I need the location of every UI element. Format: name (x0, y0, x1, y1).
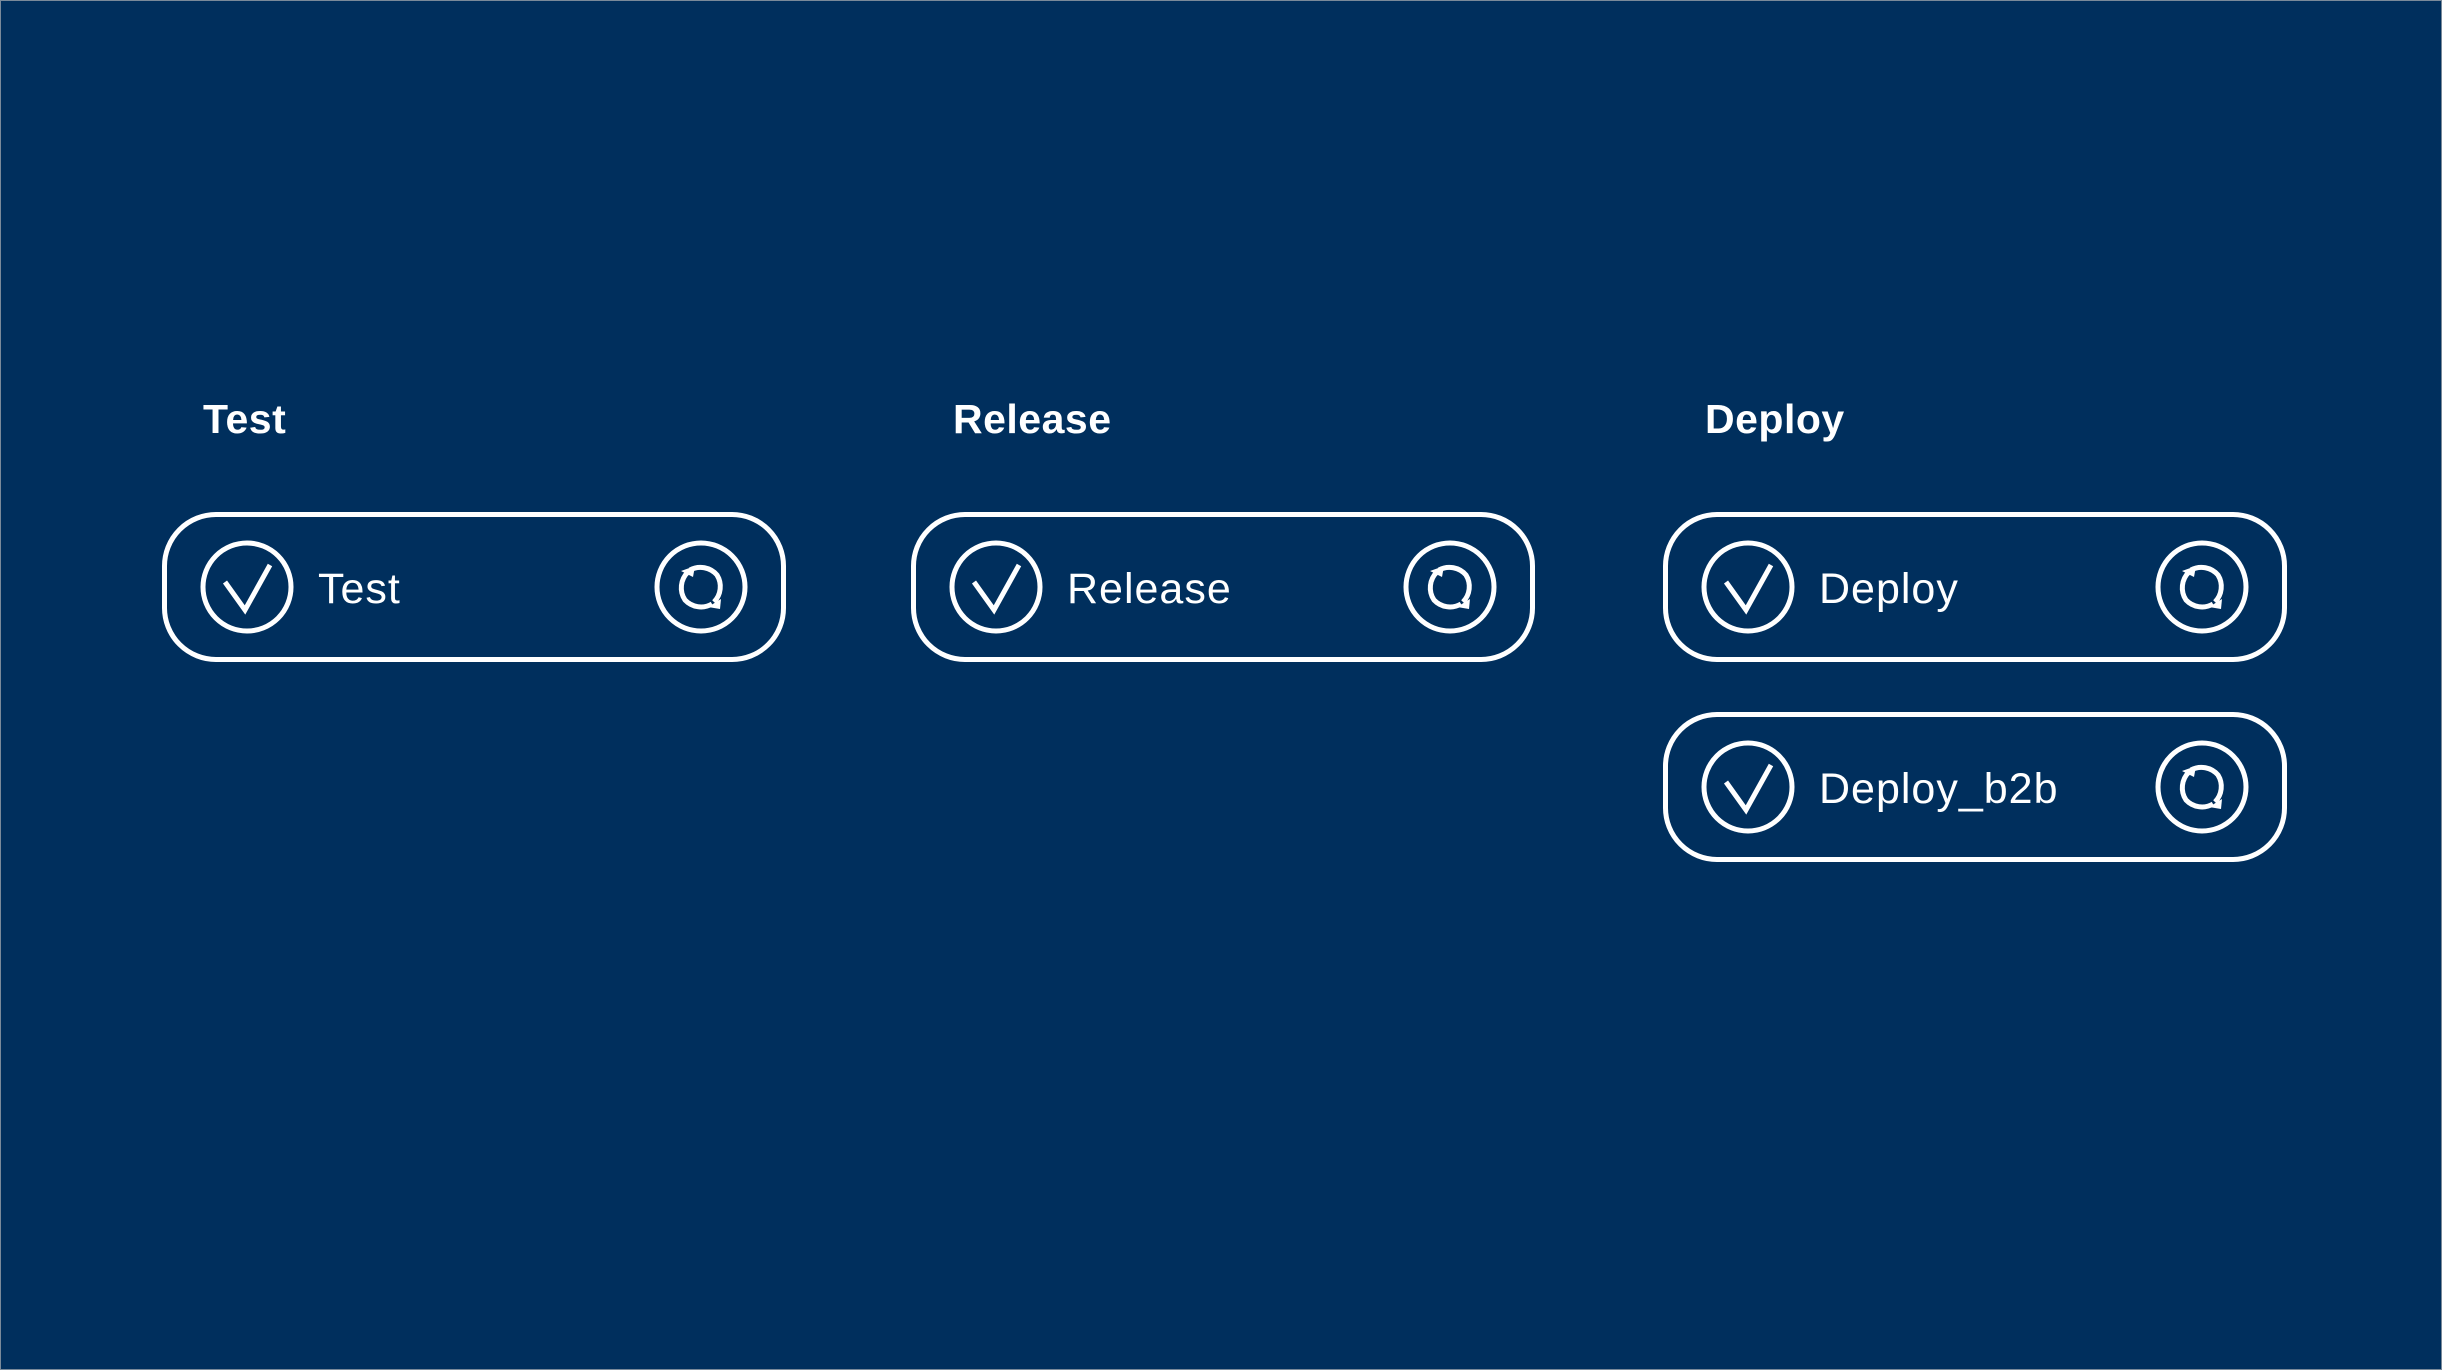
job-name: Test (318, 565, 401, 613)
job-name: Deploy (1819, 565, 1959, 613)
retry-icon[interactable] (2154, 739, 2250, 835)
retry-icon[interactable] (2154, 539, 2250, 635)
job-name: Release (1067, 565, 1232, 613)
retry-icon[interactable] (653, 539, 749, 635)
check-circle-icon (1700, 539, 1796, 635)
job-test[interactable]: Test (162, 512, 786, 662)
check-circle-icon (1700, 739, 1796, 835)
stage-title-test: Test (203, 396, 287, 442)
stage-title-release: Release (953, 396, 1112, 442)
retry-icon[interactable] (1402, 539, 1498, 635)
stage-title-deploy: Deploy (1705, 396, 1845, 442)
check-circle-icon (948, 539, 1044, 635)
job-deploy-b2b[interactable]: Deploy_b2b (1663, 712, 2287, 862)
job-release[interactable]: Release (911, 512, 1535, 662)
job-name: Deploy_b2b (1819, 765, 2059, 813)
job-deploy[interactable]: Deploy (1663, 512, 2287, 662)
check-circle-icon (199, 539, 295, 635)
